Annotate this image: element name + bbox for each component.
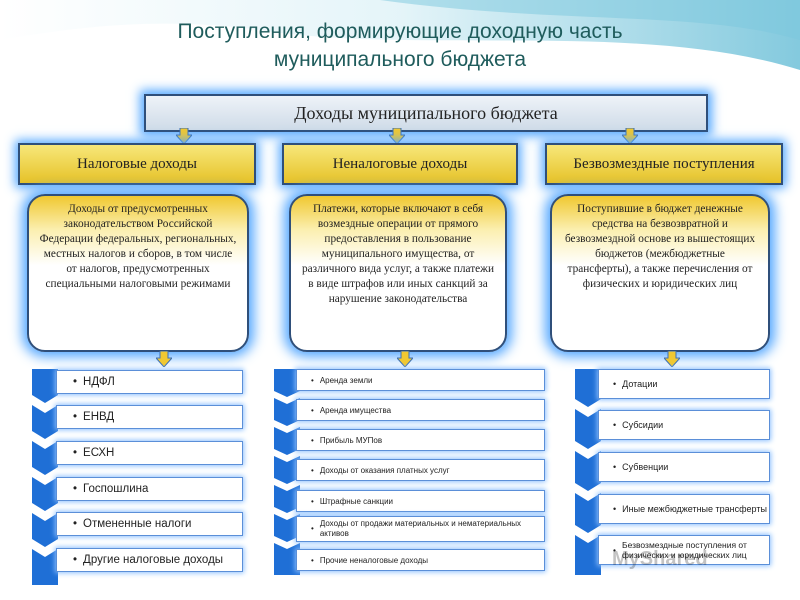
description-non-tax-income: Платежи, которые включают в себя возмезд…: [289, 194, 507, 352]
category-gratuitous-receipts: Безвозмездные поступления: [545, 143, 783, 185]
list-item: •Доходы от оказания платных услуг: [296, 459, 545, 481]
arrow-down-icon: [622, 128, 638, 144]
decorative-wave: [0, 0, 800, 70]
arrow-down-icon: [397, 351, 413, 367]
main-income-box: Доходы муниципального бюджета: [144, 94, 708, 132]
chevron-column-tax: [32, 369, 58, 585]
list-item: •Субсидии: [598, 410, 770, 440]
page-title: Поступления, формирующие доходную часть …: [60, 18, 740, 74]
arrow-down-icon: [176, 128, 192, 144]
list-item: •НДФЛ: [56, 370, 243, 394]
arrow-down-icon: [156, 351, 172, 367]
category-non-tax-income: Неналоговые доходы: [282, 143, 518, 185]
list-item: •Аренда имущества: [296, 399, 545, 421]
list-item: •Госпошлина: [56, 477, 243, 501]
list-item: •Другие налоговые доходы: [56, 548, 243, 572]
list-item: •Отмененные налоги: [56, 512, 243, 536]
list-item: •ЕНВД: [56, 405, 243, 429]
list-item: •Прочие неналоговые доходы: [296, 549, 545, 571]
category-tax-income: Налоговые доходы: [18, 143, 256, 185]
description-gratuitous-receipts: Поступившие в бюджет денежные средства н…: [550, 194, 770, 352]
list-item: •Иные межбюджетные трансферты: [598, 494, 770, 524]
list-item: •ЕСХН: [56, 441, 243, 465]
list-item: •Дотации: [598, 369, 770, 399]
list-item: •Безвозмездные поступления от физических…: [598, 535, 770, 565]
list-item: •Субвенции: [598, 452, 770, 482]
list-item: •Доходы от продажи материальных и немате…: [296, 516, 545, 542]
chevron-column-gratuitous: [575, 369, 601, 575]
list-item: •Штрафные санкции: [296, 490, 545, 512]
arrow-down-icon: [664, 351, 680, 367]
title-line-1: Поступления, формирующие доходную часть: [177, 20, 623, 43]
list-item: •Аренда земли: [296, 369, 545, 391]
title-line-2: муниципального бюджета: [273, 48, 527, 71]
watermark: MyShared: [612, 548, 708, 570]
description-tax-income: Доходы от предусмотренных законодательст…: [27, 194, 249, 352]
chevron-column-non-tax: [274, 369, 300, 575]
arrow-down-icon: [389, 128, 405, 144]
list-item: •Прибыль МУПов: [296, 429, 545, 451]
